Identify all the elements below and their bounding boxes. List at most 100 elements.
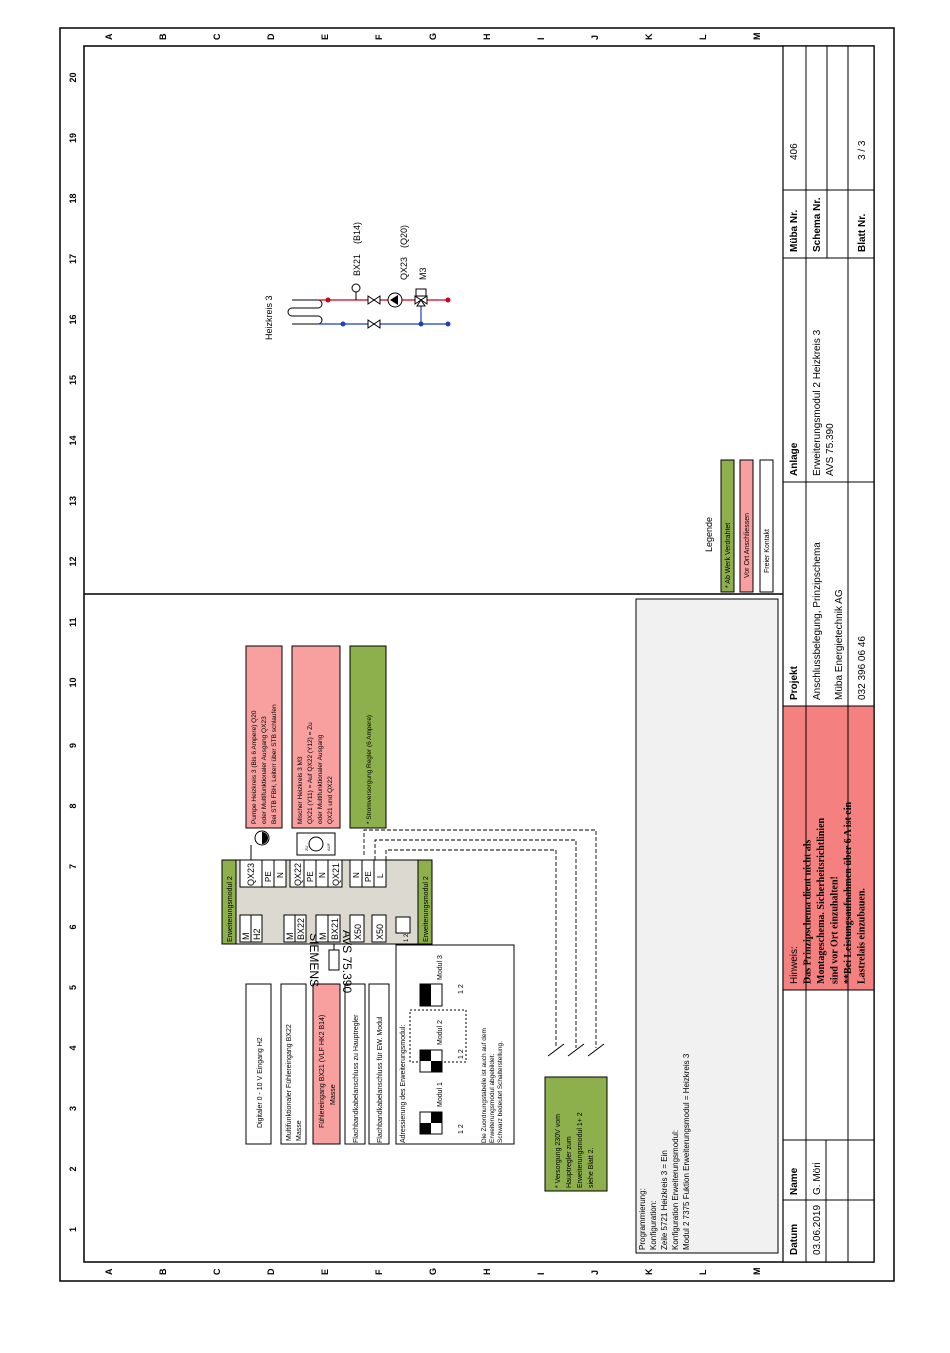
- terminal-m-1: M: [241, 933, 251, 941]
- dip-m1-b: [431, 1112, 442, 1123]
- col-label-16-left: 16: [68, 314, 78, 324]
- hinweis-line-5: **Bei Leistungsaufnahmen über 6 A ist ei…: [843, 801, 854, 984]
- datum-value: 03.06.2019: [812, 1205, 823, 1255]
- return-end: [445, 321, 451, 327]
- row-label-k-top: K: [644, 33, 654, 40]
- row-label-a-top: A: [104, 33, 114, 40]
- row-label-h-top: H: [482, 34, 492, 41]
- label-pump-2: oder Multifunktionaler Ausgang QX23: [261, 716, 268, 824]
- projekt-line-1: Anschlussbelegung, Prinzipschema: [812, 542, 823, 700]
- col-label-2-left: 2: [68, 1166, 78, 1171]
- label-multi-2: Masse: [296, 1120, 303, 1141]
- col-label-6-left: 6: [68, 924, 78, 929]
- sensor-ref: (B14): [352, 222, 362, 244]
- module-pump-fill-icon: [262, 832, 268, 844]
- anlage-label: Anlage: [789, 442, 800, 476]
- bx21-sensor-icon: [328, 949, 340, 971]
- col-label-17-left: 17: [68, 254, 78, 264]
- addressing-box: [395, 944, 515, 1145]
- row-label-l-bottom: L: [698, 1269, 708, 1275]
- module-mixer-motor-icon: [308, 836, 324, 852]
- pump-ref: (Q20): [399, 225, 409, 248]
- dip-m2-b: [431, 1061, 442, 1072]
- sensor-label: BX21: [352, 254, 362, 276]
- col-label-18-left: 18: [68, 193, 78, 203]
- supply-note-box: [544, 1076, 608, 1192]
- extension-module: Erweiterungsmodul 2 Erweiterungsmodul 2 …: [221, 830, 433, 993]
- hinweis-line-4: sind vor Ort einzuhalten!: [830, 876, 841, 984]
- row-label-b-top: B: [158, 33, 168, 40]
- terminal-m-3: M: [318, 933, 328, 941]
- valve-return-icon: [367, 319, 381, 329]
- row-label-a-bottom: A: [104, 1268, 114, 1275]
- terminal-qx22: QX22: [293, 863, 303, 886]
- label-mixer-2: QX21 (Y11) = Auf QX22 (Y12) = Zu: [307, 722, 314, 824]
- legend-title: Legende: [704, 517, 714, 552]
- col-label-9-left: 9: [68, 743, 78, 748]
- label-sensor-box: [312, 983, 341, 1145]
- col-label-19-left: 19: [68, 133, 78, 143]
- col-label-4-left: 4: [68, 1045, 78, 1050]
- col-label-11-left: 11: [68, 617, 78, 627]
- programming-line-2: Konfiguration:: [649, 1201, 658, 1250]
- datum-label: Datum: [789, 1224, 800, 1255]
- cable-break-marks: [547, 1043, 605, 1057]
- valve-supply-icon: [367, 295, 381, 305]
- label-mixer-1: Mischer Heizkreis 3 M3: [297, 756, 304, 824]
- row-label-d-top: D: [266, 33, 276, 40]
- projekt-label: Projekt: [789, 665, 800, 700]
- row-label-l-top: L: [698, 34, 708, 40]
- label-pump-box: [245, 645, 283, 829]
- row-label-h-bottom: H: [482, 1269, 492, 1276]
- programming-box: [635, 598, 779, 1254]
- programming-line-4: Konfiguration Erweiterungsmodul:: [671, 1130, 680, 1250]
- col-label-13-left: 13: [68, 496, 78, 506]
- mixer-actuator-icon: [415, 288, 427, 297]
- mixer-label: M3: [418, 267, 428, 280]
- name-label: Name: [789, 1167, 800, 1195]
- hinweis-line-6: Lastrelais einzubauen.: [857, 888, 868, 984]
- mixer-auf-label: AUF: [326, 842, 331, 851]
- label-power: * Stromversorgung Regler (6 Ampere): [366, 715, 373, 824]
- module-tag-bottom: [417, 859, 433, 945]
- dashed-cables: [363, 829, 597, 1048]
- legend-item-onsite: Vor Ort Anschliessen: [744, 513, 751, 578]
- label-multi-1: Multifunktionaler Fühlereingang BX22: [286, 1024, 293, 1141]
- col-label-10-left: 10: [68, 677, 78, 687]
- row-label-m-bottom: M: [752, 1268, 762, 1276]
- left-terminal-block: M H2 M BX22 M BX21 X50 X50 1 2: [239, 914, 411, 943]
- terminal-pe-2: PE: [306, 871, 315, 882]
- terminal-bx21: BX21: [330, 918, 340, 940]
- label-flat1: Flachbandkabelanschluss zu Hauptregler: [353, 1014, 360, 1143]
- label-flat2: Flachbandkabelanschluss für EW. Modul: [377, 1016, 384, 1143]
- addressing-title: Adressierung des Erweiterungsmodul:: [400, 1025, 407, 1143]
- row-label-k-bottom: K: [644, 1268, 654, 1275]
- module-tag-bottom-label: Erweiterungsmodul 2: [423, 876, 430, 942]
- dip-switch-icon: [395, 916, 411, 934]
- row-label-c-bottom: C: [212, 1268, 222, 1275]
- blatt-value: 3 / 3: [857, 140, 868, 160]
- terminal-bx22: BX22: [296, 918, 306, 940]
- addressing-note-3: Schwarz bedeutet Schalterstellung.: [497, 1041, 504, 1143]
- module-2-label: Modul 2: [437, 1020, 444, 1045]
- hydraulic-circuit: Heizkreis 3 BX21 (B14) QX23 (Q20) M3: [264, 222, 451, 340]
- col-label-15-left: 15: [68, 375, 78, 385]
- col-label-12-left: 12: [68, 556, 78, 566]
- label-flat2-box: [368, 983, 390, 1145]
- terminal-h2: H2: [252, 928, 262, 940]
- row-label-i-top: I: [536, 37, 546, 40]
- terminal-n-1: N: [276, 872, 285, 878]
- terminal-x50-2-box: [371, 914, 387, 943]
- supply-note-line-2: Hauptregler zum: [566, 1136, 573, 1188]
- blatt-label: Blatt Nr.: [857, 213, 868, 252]
- supply-end: [445, 297, 451, 303]
- supply-note-line-4: siehe Blatt 2.: [588, 1147, 595, 1188]
- outer-frame: [59, 27, 895, 1282]
- terminal-n-3: N: [352, 872, 361, 878]
- pump-label: QX23: [399, 257, 409, 280]
- hinweis-line-1: Hinweis:: [789, 946, 800, 984]
- mixer-valve-icon: [414, 295, 428, 307]
- terminal-pe-3: PE: [364, 871, 373, 882]
- sensor-icon: [351, 283, 361, 293]
- dip-m2-a: [420, 1050, 431, 1061]
